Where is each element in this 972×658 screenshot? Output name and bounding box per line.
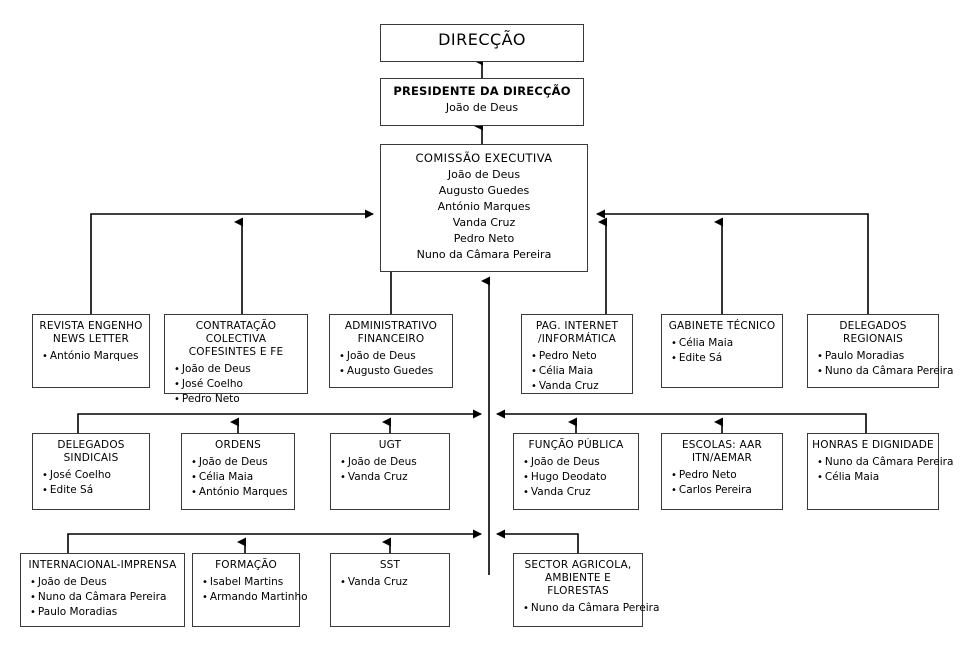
member-list: Célia MaiaEdite Sá bbox=[662, 336, 782, 366]
node-title: CONTRATAÇÃO COLECTIVA COFESINTES E FE bbox=[188, 320, 284, 358]
member-item: Vanda Cruz bbox=[531, 379, 628, 394]
node-title: UGT bbox=[378, 439, 402, 451]
node-ordens[interactable]: ORDENS João de DeusCélia MaiaAntónio Mar… bbox=[181, 433, 295, 510]
member-item: João de Deus bbox=[30, 575, 180, 590]
member-list: João de DeusHugo DeodatoVanda Cruz bbox=[514, 455, 638, 500]
member-item: João de Deus bbox=[523, 455, 634, 470]
node-title: ORDENS bbox=[215, 439, 261, 451]
node-title: ADMINISTRATIVO FINANCEIRO bbox=[344, 320, 438, 345]
member-list: João de DeusNuno da Câmara PereiraPaulo … bbox=[21, 575, 184, 620]
member-item: Célia Maia bbox=[531, 364, 628, 379]
member-item: Pedro Neto bbox=[531, 349, 628, 364]
node-escolas-aar-itn-aemar[interactable]: ESCOLAS: AAR ITN/AEMAR Pedro NetoCarlos … bbox=[661, 433, 783, 510]
member-item: Vanda Cruz bbox=[340, 575, 445, 590]
member-item: Nuno da Câmara Pereira bbox=[30, 590, 180, 605]
node-title: HONRAS E DIGNIDADE bbox=[812, 439, 934, 451]
node-contratacao-colectiva[interactable]: CONTRATAÇÃO COLECTIVA COFESINTES E FE Jo… bbox=[164, 314, 308, 405]
node-title: FORMAÇÃO bbox=[215, 559, 277, 571]
member-item: José Coelho bbox=[174, 377, 303, 392]
node-title: COMISSÃO EXECUTIVA bbox=[415, 151, 553, 165]
node-title: PRESIDENTE DA DIRECÇÃO bbox=[393, 84, 571, 98]
member-list: António Marques bbox=[33, 349, 149, 364]
node-gabinete-tecnico[interactable]: GABINETE TÉCNICO Célia MaiaEdite Sá bbox=[661, 314, 783, 388]
member-item: Isabel Martins bbox=[202, 575, 295, 590]
node-title: FUNÇÃO PÚBLICA bbox=[528, 439, 624, 451]
member-item: António Marques bbox=[191, 485, 290, 500]
node-internacional-imprensa[interactable]: INTERNACIONAL-IMPRENSA João de DeusNuno … bbox=[20, 553, 185, 627]
member-item: Edite Sá bbox=[42, 483, 145, 498]
member-item: Célia Maia bbox=[671, 336, 778, 351]
node-sector-agricola[interactable]: SECTOR AGRICOLA, AMBIENTE E FLORESTAS Nu… bbox=[513, 553, 660, 627]
member-item: Nuno da Câmara Pereira bbox=[817, 455, 954, 470]
member-item: Vanda Cruz bbox=[523, 485, 634, 500]
node-sst[interactable]: SST Vanda Cruz bbox=[330, 553, 450, 627]
member-item: Paulo Moradias bbox=[817, 349, 934, 364]
node-ugt[interactable]: UGT João de DeusVanda Cruz bbox=[330, 433, 450, 510]
member-item: Nuno da Câmara Pereira bbox=[416, 248, 552, 261]
member-list: João de DeusCélia MaiaAntónio Marques bbox=[182, 455, 294, 500]
member-list: José CoelhoEdite Sá bbox=[33, 468, 149, 498]
member-list: Nuno da Câmara PereiraCélia Maia bbox=[808, 455, 954, 485]
member-list: Vanda Cruz bbox=[331, 575, 449, 590]
member-item: Pedro Neto bbox=[453, 232, 515, 245]
member-item: Carlos Pereira bbox=[671, 483, 778, 498]
member-item: Vanda Cruz bbox=[340, 470, 445, 485]
member-item: Vanda Cruz bbox=[452, 216, 516, 229]
node-honras-e-dignidade[interactable]: HONRAS E DIGNIDADE Nuno da Câmara Pereir… bbox=[807, 433, 954, 510]
member-list: João de DeusVanda Cruz bbox=[331, 455, 449, 485]
node-title: SECTOR AGRICOLA, AMBIENTE E FLORESTAS bbox=[524, 559, 632, 597]
node-delegados-sindicais[interactable]: DELEGADOS SINDICAIS José CoelhoEdite Sá bbox=[32, 433, 150, 510]
member-item: António Marques bbox=[42, 349, 145, 364]
member-item: João de Deus bbox=[339, 349, 448, 364]
member-item: Paulo Moradias bbox=[30, 605, 180, 620]
node-title: GABINETE TÉCNICO bbox=[668, 320, 776, 332]
node-pag-internet-informatica[interactable]: PAG. INTERNET /INFORMÁTICA Pedro NetoCél… bbox=[521, 314, 633, 394]
member-item: José Coelho bbox=[42, 468, 145, 483]
member-list: Paulo MoradiasNuno da Câmara Pereira bbox=[808, 349, 954, 379]
member-item: João de Deus bbox=[447, 168, 521, 181]
member-item: Pedro Neto bbox=[671, 468, 778, 483]
node-direccao[interactable]: DIRECÇÃO bbox=[380, 24, 584, 62]
member-item: Hugo Deodato bbox=[523, 470, 634, 485]
member-item: João de Deus bbox=[340, 455, 445, 470]
node-title: DELEGADOS REGIONAIS bbox=[839, 320, 907, 345]
node-formacao[interactable]: FORMAÇÃO Isabel MartinsArmando Martinho bbox=[192, 553, 308, 627]
member-item: Augusto Guedes bbox=[438, 184, 530, 197]
node-title: SST bbox=[379, 559, 401, 571]
node-revista-engenho[interactable]: REVISTA ENGENHO NEWS LETTER António Marq… bbox=[32, 314, 150, 388]
member-item: Célia Maia bbox=[191, 470, 290, 485]
node-title: INTERNACIONAL-IMPRENSA bbox=[28, 559, 177, 571]
member-item: João de Deus bbox=[191, 455, 290, 470]
member-list: Isabel MartinsArmando Martinho bbox=[193, 575, 308, 605]
node-funcao-publica[interactable]: FUNÇÃO PÚBLICA João de DeusHugo DeodatoV… bbox=[513, 433, 639, 510]
node-delegados-regionais[interactable]: DELEGADOS REGIONAIS Paulo MoradiasNuno d… bbox=[807, 314, 954, 388]
member-item: Edite Sá bbox=[671, 351, 778, 366]
member-list: Nuno da Câmara Pereira bbox=[514, 601, 660, 616]
member-item: António Marques bbox=[437, 200, 531, 213]
node-title: DELEGADOS SINDICAIS bbox=[57, 439, 125, 464]
member-item: João de Deus bbox=[445, 101, 519, 114]
member-item: João de Deus bbox=[174, 362, 303, 377]
member-item: Augusto Guedes bbox=[339, 364, 448, 379]
node-title: PAG. INTERNET /INFORMÁTICA bbox=[535, 320, 619, 345]
member-item: Nuno da Câmara Pereira bbox=[817, 364, 954, 379]
member-list: Pedro NetoCélia MaiaVanda Cruz bbox=[522, 349, 632, 394]
node-title: ESCOLAS: AAR ITN/AEMAR bbox=[681, 439, 763, 464]
member-item: Armando Martinho bbox=[202, 590, 308, 605]
member-item: Pedro Neto bbox=[174, 392, 303, 407]
node-title: DIRECÇÃO bbox=[438, 30, 526, 49]
node-administrativo-financeiro[interactable]: ADMINISTRATIVO FINANCEIRO João de DeusAu… bbox=[329, 314, 453, 388]
node-title: REVISTA ENGENHO NEWS LETTER bbox=[39, 320, 143, 345]
member-item: Célia Maia bbox=[817, 470, 934, 485]
member-list: João de Deus bbox=[381, 100, 583, 116]
node-presidente[interactable]: PRESIDENTE DA DIRECÇÃO João de Deus bbox=[380, 78, 584, 126]
member-list: João de DeusJosé CoelhoPedro Neto bbox=[165, 362, 307, 407]
member-list: Pedro NetoCarlos Pereira bbox=[662, 468, 782, 498]
member-item: Nuno da Câmara Pereira bbox=[523, 601, 660, 616]
